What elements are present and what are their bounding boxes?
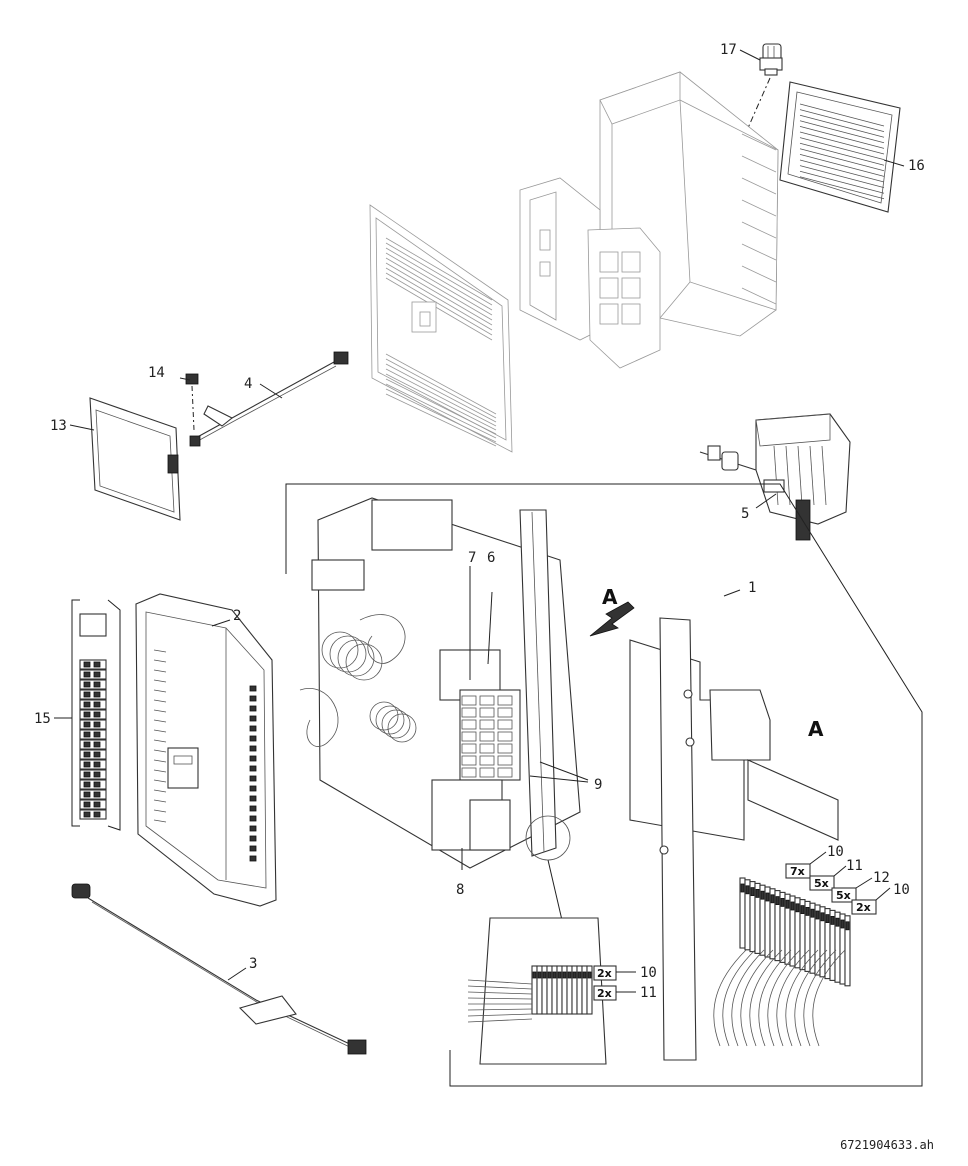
callout-3: 3 <box>249 956 257 972</box>
front-housing-cover-part <box>135 593 277 907</box>
callout-8: 8 <box>456 882 464 898</box>
cable-gland-part <box>747 43 783 129</box>
badge-2x-c: 2x <box>593 985 617 1001</box>
grille-panel-part <box>779 81 901 213</box>
svg-text:2x: 2x <box>856 901 871 914</box>
badge-7x: 7x <box>785 863 811 879</box>
callout-17: 17 <box>720 42 737 58</box>
svg-text:5x: 5x <box>836 889 851 902</box>
drawing-number: 6721904633.ah <box>840 1138 934 1152</box>
badge-5x-a: 5x <box>809 875 835 891</box>
callout-6: 6 <box>487 550 495 566</box>
svg-text:7x: 7x <box>790 865 805 878</box>
cable-entry-cover-part <box>699 413 851 541</box>
connector-part <box>185 373 199 431</box>
view-a-label: A <box>602 585 618 609</box>
svg-text:2x: 2x <box>597 987 612 1000</box>
callout-14: 14 <box>148 365 165 381</box>
main-electronics-assembly <box>299 497 581 869</box>
callout-2: 2 <box>233 608 241 624</box>
zoom-detail <box>467 815 607 1065</box>
callout-11-zoom: 11 <box>640 985 657 1001</box>
leader-lines <box>54 49 905 993</box>
detail-frame <box>285 483 923 1087</box>
electronics-module <box>519 177 661 369</box>
callout-7: 7 <box>468 550 476 566</box>
front-cover-panel <box>369 204 513 453</box>
display-module-part <box>89 397 181 521</box>
callout-5: 5 <box>741 506 749 522</box>
callout-13: 13 <box>50 418 67 434</box>
callout-15: 15 <box>34 711 51 727</box>
badge-2x-b: 2x <box>593 965 617 981</box>
badge-2x-a: 2x <box>851 899 877 915</box>
sensor-cable-part <box>71 883 367 1055</box>
callout-16: 16 <box>908 158 925 174</box>
callout-11-top: 11 <box>846 858 863 874</box>
callout-labels: 1 2 3 4 5 6 7 8 9 10 11 12 10 10 11 13 1… <box>34 42 925 1001</box>
callout-12: 12 <box>873 870 890 886</box>
detail-view-a: A <box>629 617 851 1061</box>
callout-10-zoom: 10 <box>640 965 657 981</box>
terminal-blocks-part <box>71 599 121 831</box>
callout-10-top: 10 <box>827 844 844 860</box>
view-arrow: A <box>589 585 635 637</box>
svg-text:5x: 5x <box>814 877 829 890</box>
quantity-badges: 7x 5x 5x 2x 2x 2x <box>593 863 877 1001</box>
callout-10-side: 10 <box>893 882 910 898</box>
display-cable-part <box>189 351 349 447</box>
callout-1: 1 <box>748 580 756 596</box>
detail-a-label: A <box>808 717 824 741</box>
badge-5x-b: 5x <box>831 887 857 903</box>
callout-4: 4 <box>244 376 252 392</box>
svg-text:2x: 2x <box>597 967 612 980</box>
callout-9: 9 <box>594 777 602 793</box>
